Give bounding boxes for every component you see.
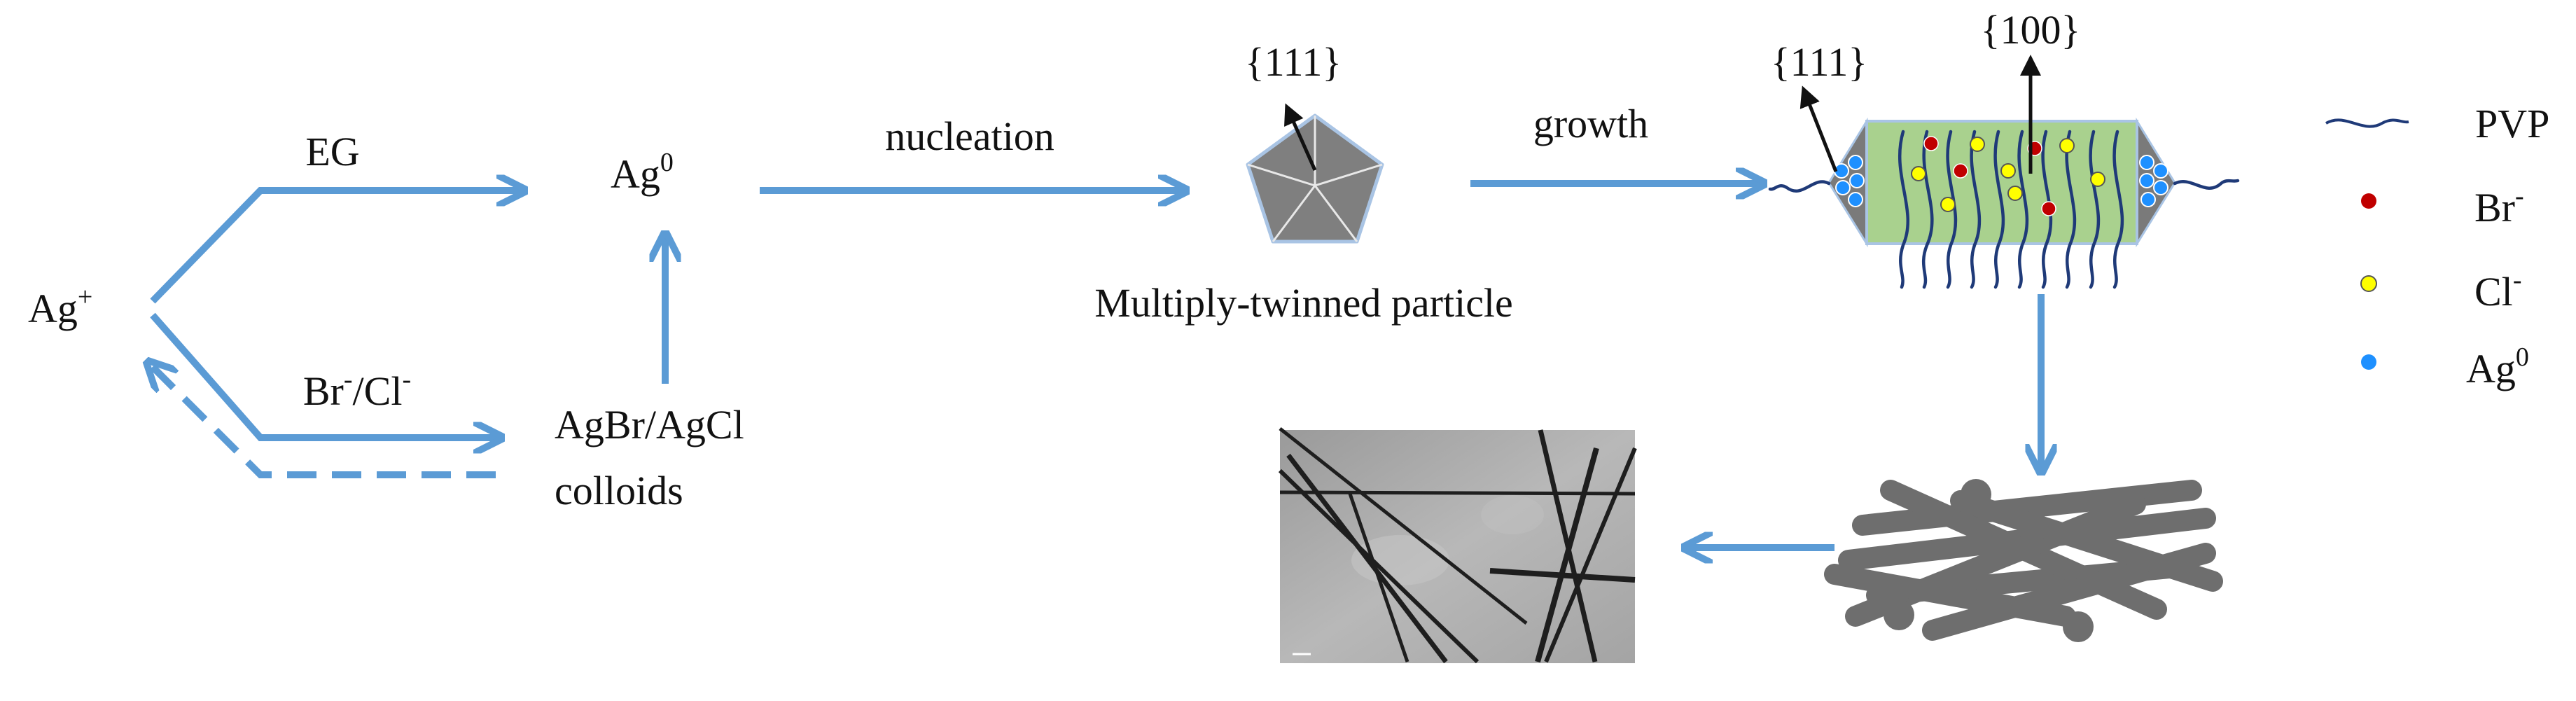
legend-ag0-swatch [2361,354,2376,370]
colloids-label-line1: AgBr/AgCl [555,402,744,447]
eg-path-arrow [150,190,522,304]
legend: PVP Br- Cl- Ag0 [2325,101,2549,391]
eg-label: EG [305,129,359,174]
halide-label: Br-/Cl- [303,365,411,414]
facet-111-pentagon-pointer [1284,103,1317,172]
facet-100-rod-label: {100} [1981,7,2081,53]
mtp-caption: Multiply-twinned particle [1094,280,1513,326]
facet-111-rod-pointer [1799,85,1838,172]
colloids-label-line2: colloids [555,468,683,513]
legend-cl-label: Cl- [2474,265,2521,314]
legend-br-label: Br- [2474,181,2524,230]
nanowire-bundle [1824,480,2223,641]
legend-cl-swatch [2360,275,2377,292]
rod-ag0-atoms [1834,155,2168,207]
growth-label: growth [1533,101,1648,146]
facet-111-rod-label: {111} [1771,39,1867,85]
legend-ag0-label: Ag0 [2466,342,2529,391]
nanorod-growth-model [1768,117,2240,289]
pvp-chains [1768,130,2240,289]
tem-micrograph [1278,427,1637,664]
halide-path-arrow [150,312,499,438]
nucleation-label: nucleation [885,113,1054,159]
facet-111-pentagon-label: {111} [1245,39,1342,85]
legend-br-swatch [2361,193,2376,209]
multiply-twinned-particle [1246,113,1384,244]
rod-cl-ions [1911,137,2105,212]
dashed-return-arrow [150,364,496,478]
legend-pvp-label: PVP [2475,101,2549,146]
ag0-label: Ag0 [611,148,674,197]
legend-pvp-swatch [2325,118,2409,128]
ag-plus-label: Ag+ [28,282,92,331]
